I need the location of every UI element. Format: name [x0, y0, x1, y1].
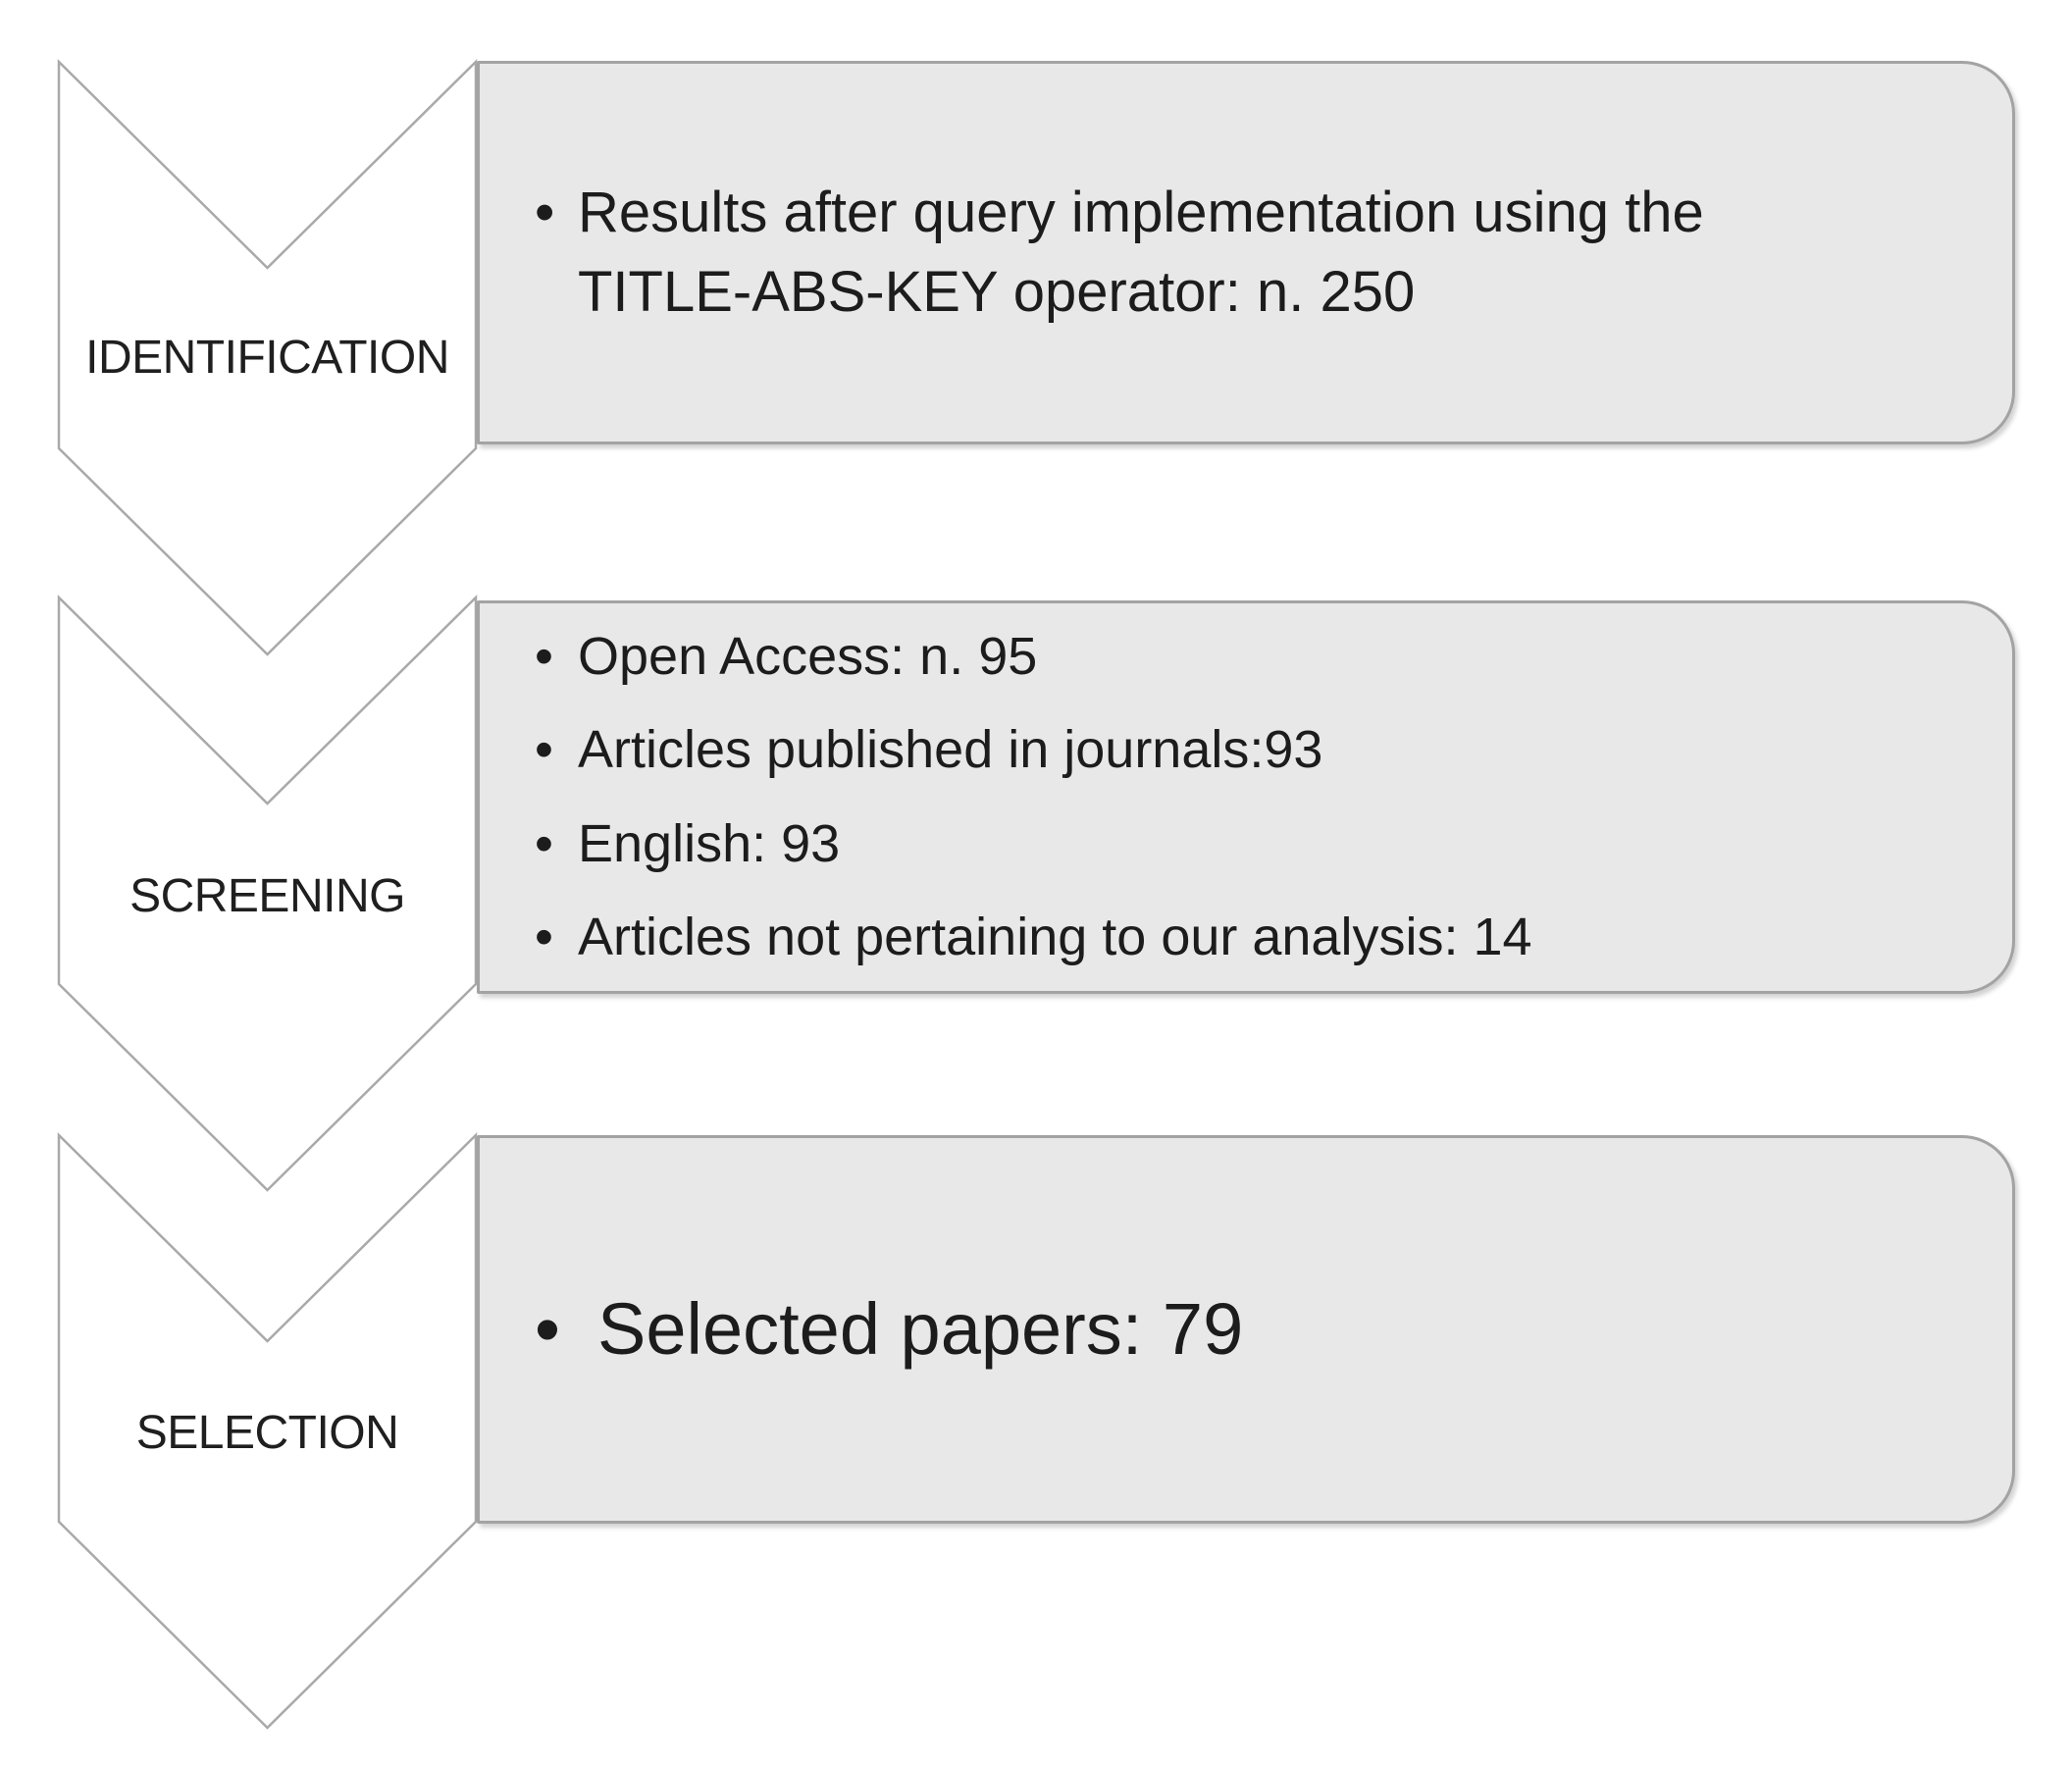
- bullet-icon: •: [535, 720, 553, 779]
- stage-label-selection: SELECTION: [135, 1406, 399, 1459]
- bullet-icon: •: [535, 626, 553, 686]
- screening-chevron-shape: [57, 595, 478, 1192]
- bullet-text: Articles published in journals:93: [578, 720, 1323, 779]
- bullet-item: • Articles not pertaining to our analysi…: [535, 905, 1934, 971]
- identification-box: • Results after query implementation usi…: [477, 61, 2015, 444]
- bullet-icon: •: [535, 813, 553, 873]
- bullet-item: • Results after query implementation usi…: [535, 174, 1934, 331]
- bullet-text: Open Access: n. 95: [578, 626, 1038, 686]
- bullet-text: Selected papers: 79: [597, 1287, 1244, 1370]
- bullet-item: • Selected papers: 79: [535, 1282, 1934, 1376]
- bullet-icon: •: [535, 181, 555, 245]
- selection-box: • Selected papers: 79: [477, 1135, 2015, 1524]
- bullet-text: Articles not pertaining to our analysis:…: [578, 908, 1532, 966]
- bullet-item: • Articles published in journals:93: [535, 717, 1934, 784]
- selection-chevron-shape: [57, 1132, 478, 1730]
- stage-label-identification: IDENTIFICATION: [85, 331, 449, 384]
- bullet-icon: •: [535, 908, 553, 966]
- bullet-text: English: 93: [578, 813, 841, 873]
- bullet-text: Results after query implementation using…: [578, 181, 1704, 324]
- bullet-item: • English: 93: [535, 811, 1934, 878]
- stage-label-screening: SCREENING: [130, 869, 405, 922]
- identification-chevron-shape: [57, 59, 478, 656]
- bullet-icon: •: [535, 1287, 560, 1370]
- screening-box: • Open Access: n. 95 • Articles publishe…: [477, 600, 2015, 994]
- bullet-item: • Open Access: n. 95: [535, 624, 1934, 691]
